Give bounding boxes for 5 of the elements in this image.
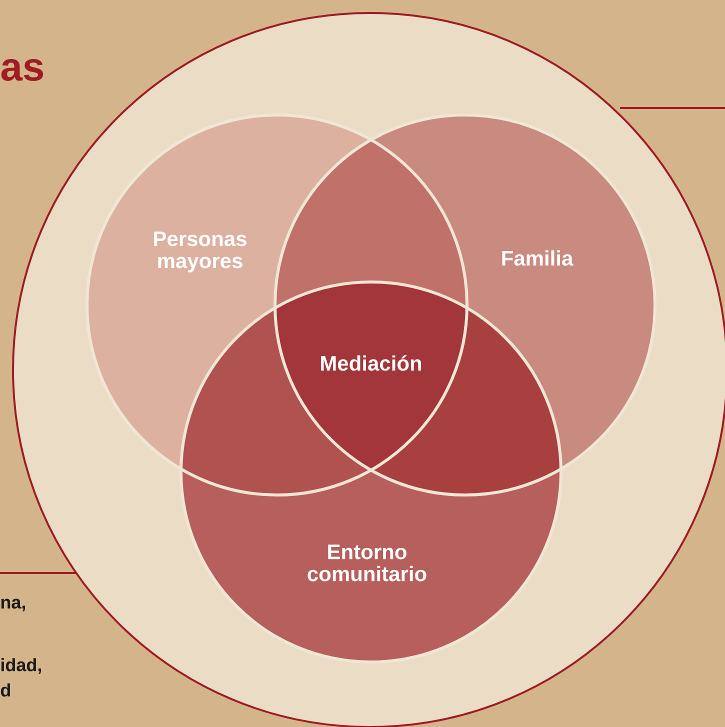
heading-text: as xyxy=(1,59,44,81)
body-text: idad, xyxy=(1,658,41,674)
body-text: d xyxy=(0,683,10,697)
center-label: Mediación xyxy=(321,355,422,371)
body-text: na, xyxy=(1,598,25,612)
